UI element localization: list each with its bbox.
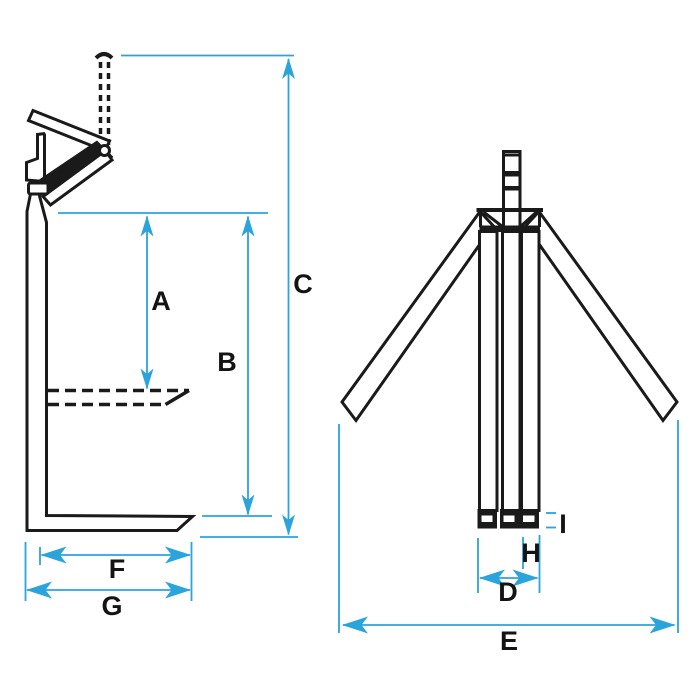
dim-label-i: I [559, 509, 567, 539]
hook-profile [25, 132, 46, 184]
right-foot-slot [523, 515, 535, 522]
front-view [338, 150, 679, 634]
hanger-lower-bar [40, 148, 115, 208]
right-leg [524, 209, 679, 424]
dim-label-c: C [293, 269, 313, 299]
post-rung-1 [503, 171, 521, 177]
head-bottom-band [479, 225, 540, 232]
dim-label-f: F [109, 554, 126, 584]
left-leg [340, 209, 495, 424]
post-rung-2 [503, 186, 521, 191]
dim-label-b: B [217, 347, 237, 377]
hanger-strut [38, 140, 114, 197]
dimension-labels: A B C F G D E H I [101, 269, 566, 656]
hook-foot [27, 181, 50, 196]
side-view-part [25, 52, 197, 532]
dim-label-d: D [498, 577, 518, 607]
center-post [502, 150, 522, 233]
dim-label-h: H [521, 538, 541, 568]
front-view-dimensions [338, 420, 679, 634]
left-bar [478, 230, 499, 512]
front-view-part [340, 150, 679, 529]
left-foot-slot [481, 515, 493, 522]
hidden-taper-tip [164, 388, 190, 407]
side-view [24, 52, 298, 601]
head-left-gusset [482, 210, 504, 229]
dim-label-g: G [101, 591, 122, 621]
right-bar [520, 230, 541, 512]
hidden-shaft-cap [94, 52, 114, 60]
side-view-dimensions [24, 54, 298, 601]
head-right-gusset [518, 210, 538, 229]
fork-shank-and-blade [25, 192, 197, 532]
middle-foot-slot [503, 515, 515, 522]
hanger-pivot [98, 144, 111, 157]
middle-bar [501, 230, 522, 512]
dim-label-e: E [500, 626, 518, 656]
dim-label-a: A [151, 286, 171, 316]
